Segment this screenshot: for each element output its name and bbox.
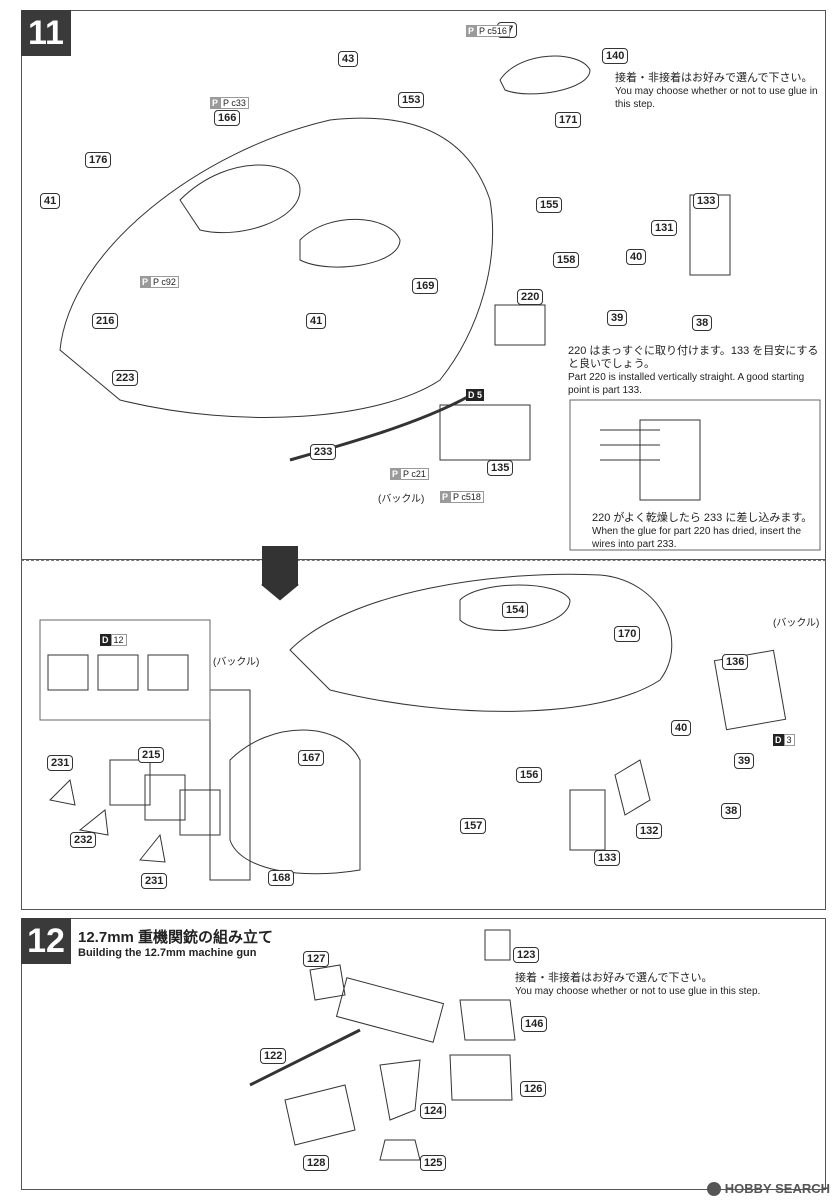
part-233: 233 xyxy=(310,444,337,460)
part-122: 122 xyxy=(260,1048,287,1064)
step11b-frame xyxy=(21,560,826,910)
step11-frame xyxy=(21,10,826,560)
part-136: 136 xyxy=(722,654,749,670)
step12-title: 12.7mm 重機関銃の組み立て Building the 12.7mm mac… xyxy=(78,929,274,959)
part-158: 158 xyxy=(553,252,580,268)
part-231b: 231 xyxy=(141,873,168,889)
part-41b: 41 xyxy=(306,313,327,329)
step12-number: 12 xyxy=(21,918,71,964)
part-169: 169 xyxy=(412,278,439,294)
part-170: 170 xyxy=(614,626,641,642)
part-38b: 38 xyxy=(721,803,742,819)
part-171: 171 xyxy=(555,112,582,128)
buckle-label-right: (バックル) xyxy=(773,618,820,629)
hobbysearch-logo-icon xyxy=(706,1181,721,1196)
part-215: 215 xyxy=(138,747,165,763)
part-132: 132 xyxy=(636,823,663,839)
part-124: 124 xyxy=(420,1103,447,1119)
part-156: 156 xyxy=(516,767,543,783)
part-167: 167 xyxy=(298,750,325,766)
part-220: 220 xyxy=(517,289,544,305)
tag-d5: D 5 xyxy=(466,389,485,401)
part-176: 176 xyxy=(85,152,112,168)
part-133: 133 xyxy=(693,193,720,209)
buckle-label-left: (バックル) xyxy=(213,657,260,668)
part-38: 38 xyxy=(692,315,713,331)
step12-glue-note: 接着・非接着はお好みで選んで下さい。 You may choose whethe… xyxy=(515,972,761,997)
step11-part220-note: 220 はまっすぐに取り付けます。133 を目安にすると良いでしょう。 Part… xyxy=(568,345,819,396)
part-146: 146 xyxy=(521,1016,548,1032)
step11-glue-note: 接着・非接着はお好みで選んで下さい。 You may choose whethe… xyxy=(615,72,818,110)
step11-number: 11 xyxy=(21,10,71,56)
part-39b: 39 xyxy=(734,753,755,769)
part-168: 168 xyxy=(268,870,295,886)
part-127: 127 xyxy=(303,951,330,967)
step12-frame xyxy=(21,918,826,1190)
part-41: 41 xyxy=(40,193,61,209)
part-126: 126 xyxy=(520,1081,547,1097)
part-231: 231 xyxy=(47,755,74,771)
part-166: 166 xyxy=(214,110,241,126)
part-140: 140 xyxy=(602,48,629,64)
part-40: 40 xyxy=(626,249,647,265)
step11-part233-note: 220 がよく乾燥したら 233 に差し込みます。 When the glue … xyxy=(592,512,813,550)
part-128: 128 xyxy=(303,1155,330,1171)
part-153: 153 xyxy=(398,92,425,108)
part-216: 216 xyxy=(92,313,119,329)
hobbysearch-watermark: HOBBY SEARCH xyxy=(706,1181,830,1196)
part-155: 155 xyxy=(536,197,563,213)
part-133b: 133 xyxy=(594,850,621,866)
part-157: 157 xyxy=(460,818,487,834)
part-39: 39 xyxy=(607,310,628,326)
part-131: 131 xyxy=(651,220,678,236)
part-40b: 40 xyxy=(671,720,692,736)
part-43: 43 xyxy=(338,51,359,67)
part-135: 135 xyxy=(487,460,514,476)
part-154: 154 xyxy=(502,602,529,618)
part-125: 125 xyxy=(420,1155,447,1171)
part-223: 223 xyxy=(112,370,139,386)
part-123: 123 xyxy=(513,947,540,963)
part-232: 232 xyxy=(70,832,97,848)
buckle-label: (バックル) xyxy=(378,494,425,505)
